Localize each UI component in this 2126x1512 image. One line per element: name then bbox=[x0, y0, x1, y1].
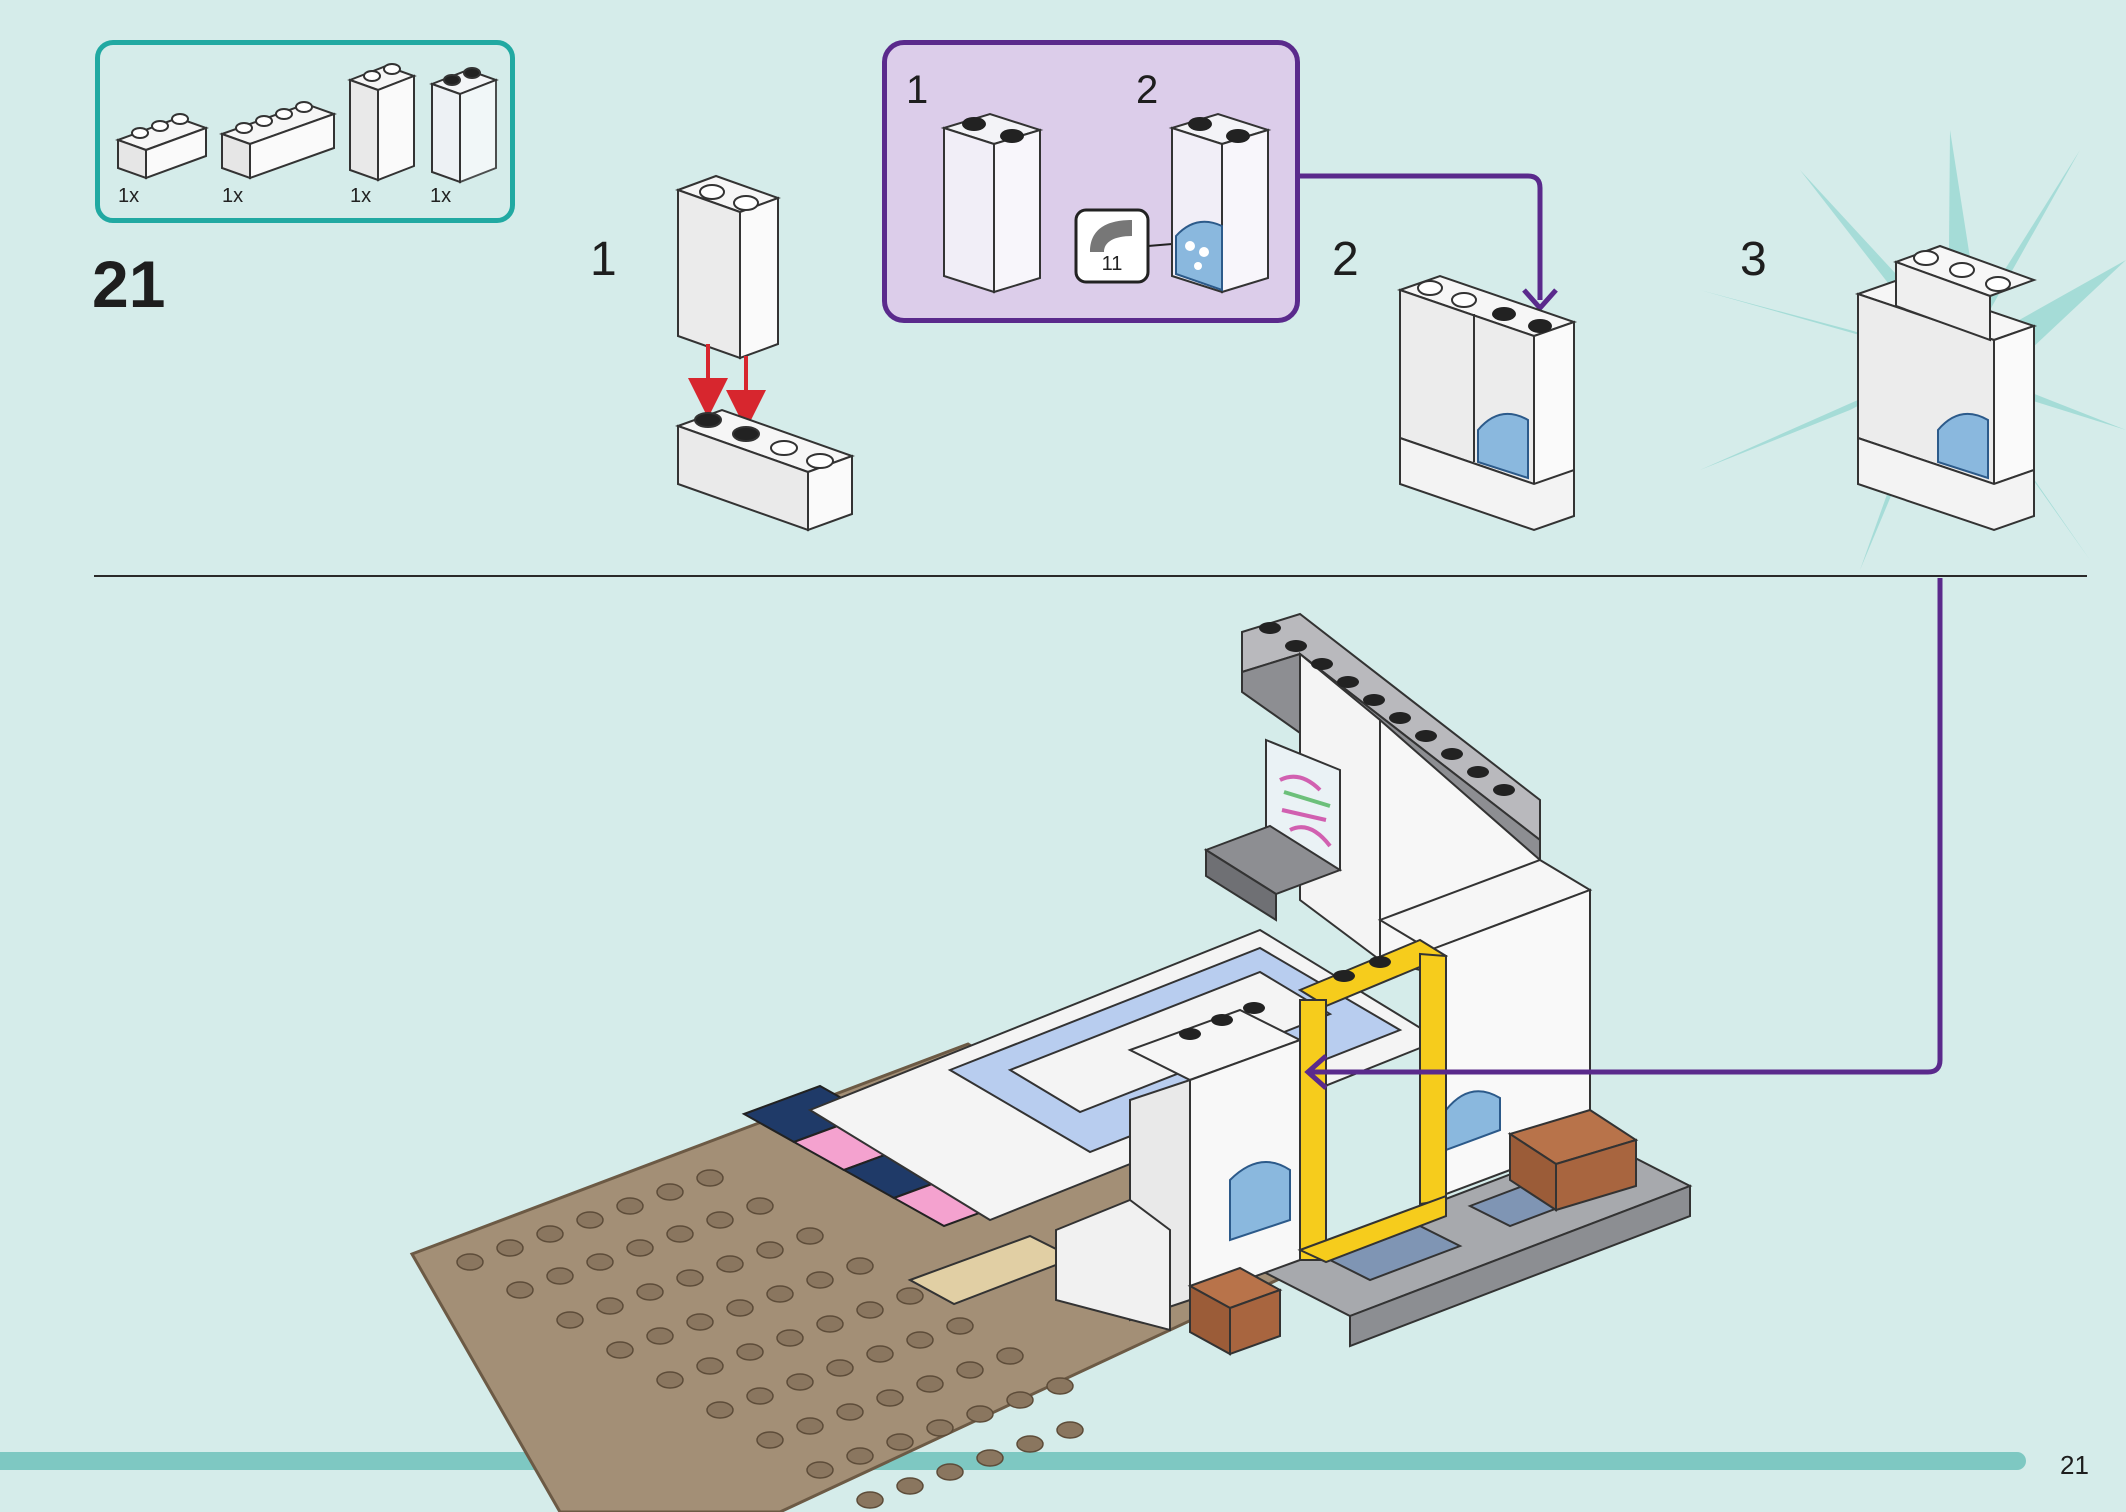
sticker-sheet-icon: 11 bbox=[1074, 208, 1173, 284]
substep-number-2: 2 bbox=[1332, 233, 1359, 286]
brick-1x4-white-icon bbox=[219, 101, 337, 180]
substep-1-illustration bbox=[675, 174, 855, 532]
brick-1x3-white-icon bbox=[115, 113, 209, 180]
part-qty-3: 1x bbox=[350, 185, 372, 207]
panel-1x2x3-transparent-icon bbox=[429, 67, 499, 184]
callout-panel-1 bbox=[940, 112, 1044, 294]
callout-number-2: 2 bbox=[1136, 68, 1159, 112]
substep-2-illustration bbox=[1396, 274, 1578, 532]
section-divider bbox=[94, 575, 2087, 577]
callout-panel-2-with-sticker bbox=[1168, 112, 1272, 294]
step-number: 21 bbox=[92, 247, 166, 321]
part-qty-4: 1x bbox=[430, 185, 452, 207]
part-qty-1: 1x bbox=[118, 185, 140, 207]
page-number: 21 bbox=[2060, 1450, 2089, 1480]
callout-number-1: 1 bbox=[906, 68, 929, 112]
page-bottom-bar bbox=[0, 1452, 2026, 1470]
main-model-illustration bbox=[409, 612, 1693, 1512]
part-qty-2: 1x bbox=[222, 185, 244, 207]
substep-number-3: 3 bbox=[1740, 233, 1767, 286]
substep-number-1: 1 bbox=[590, 233, 617, 286]
sticker-number: 11 bbox=[1102, 253, 1123, 275]
brick-1x2x3-white-icon bbox=[347, 63, 417, 182]
substep-3-illustration bbox=[1854, 244, 2038, 532]
